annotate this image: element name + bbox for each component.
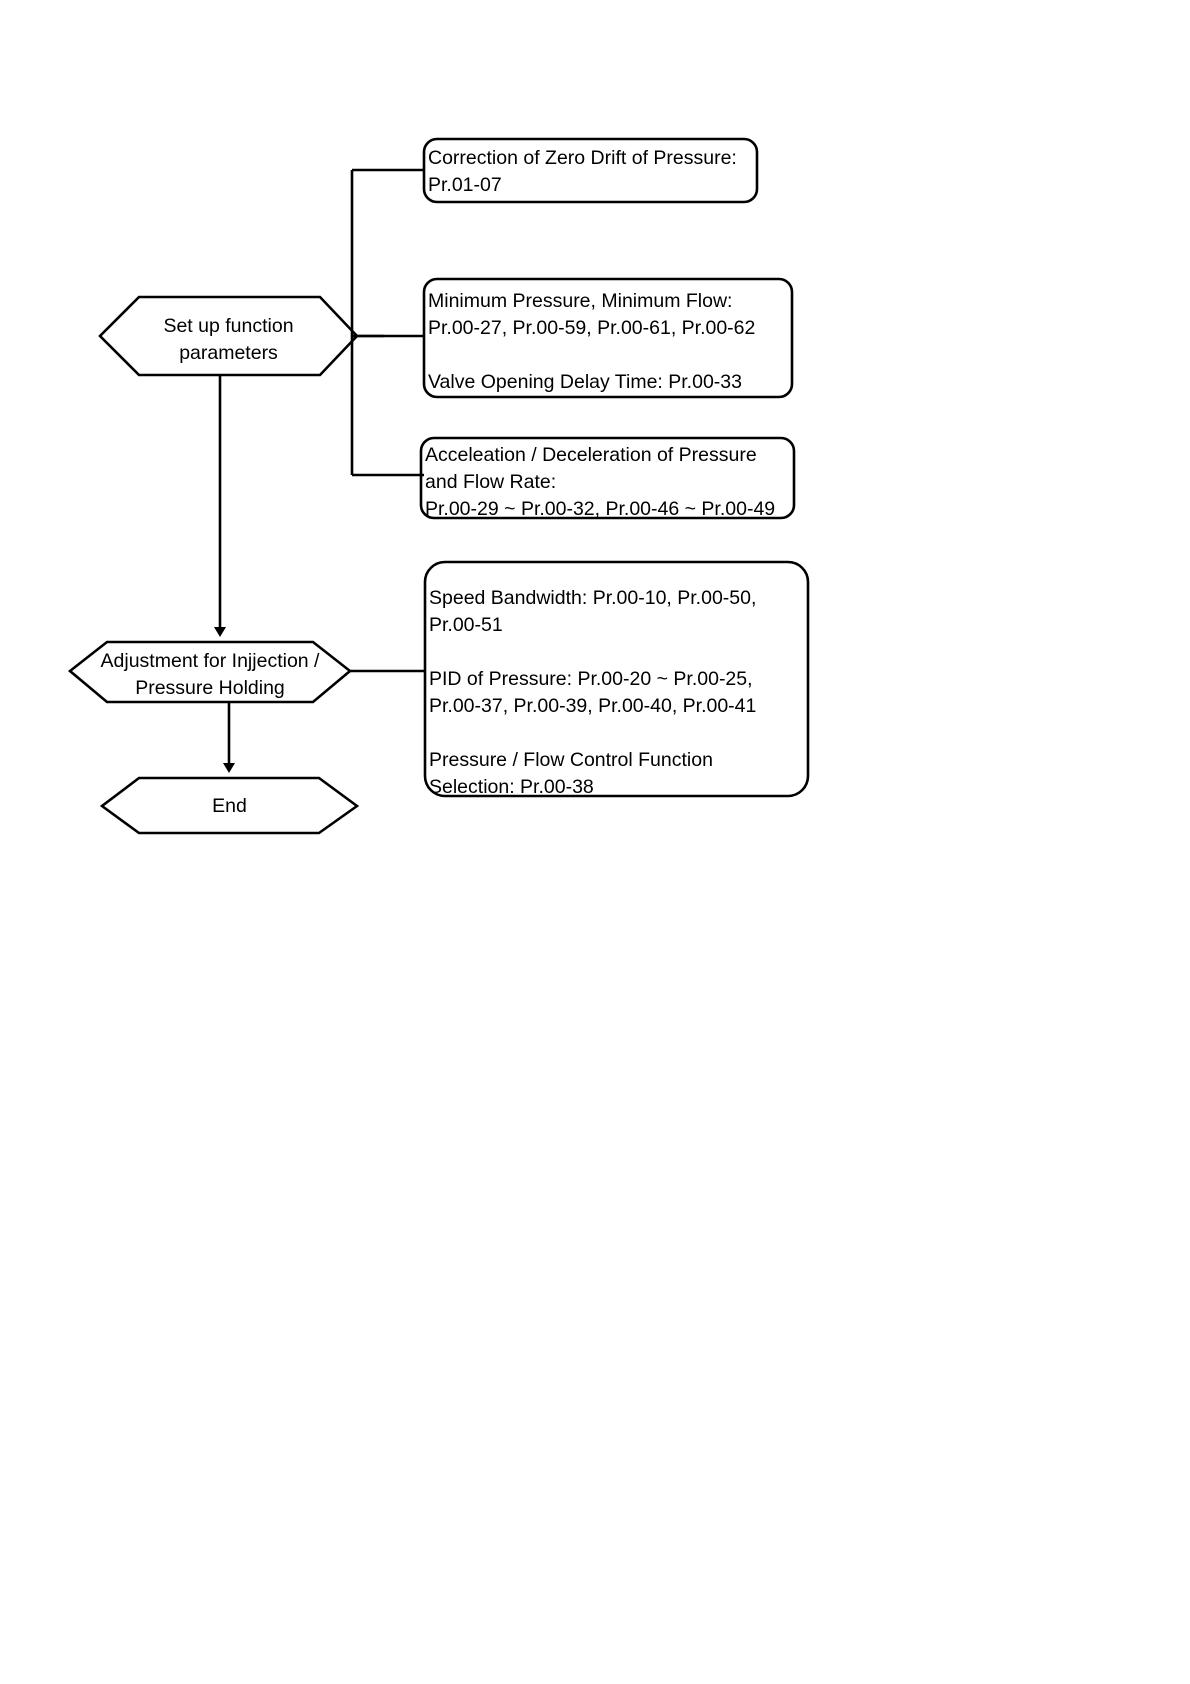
annotation-minimum-pressure-flow-text: Minimum Pressure, Minimum Flow: Pr.00-27…	[428, 290, 756, 393]
annotation-injection-adjustment-text: Speed Bandwidth: Pr.00-10, Pr.00-50, Pr.…	[429, 587, 757, 798]
node-setup-label: Set up function parameters	[163, 315, 294, 364]
annotation-accel-decel-text: Acceleation / Deceleration of Pressure a…	[425, 444, 776, 520]
node-adjustment-shape	[67, 640, 353, 704]
node-end-label: End	[212, 795, 247, 817]
annotation-zero-drift-text: Correction of Zero Drift of Pressure: Pr…	[428, 147, 737, 196]
node-end-shape	[99, 776, 360, 835]
annotation-accel-decel-shape	[419, 436, 796, 520]
annotation-minimum-pressure-flow-shape	[422, 277, 794, 399]
annotation-injection-adjustment-shape	[423, 560, 810, 798]
edge-setup-to-zero-drift	[350, 168, 424, 477]
node-setup-shape	[98, 295, 359, 377]
node-adjustment-label: Adjustment for Injjection / Pressure Hol…	[100, 650, 320, 699]
